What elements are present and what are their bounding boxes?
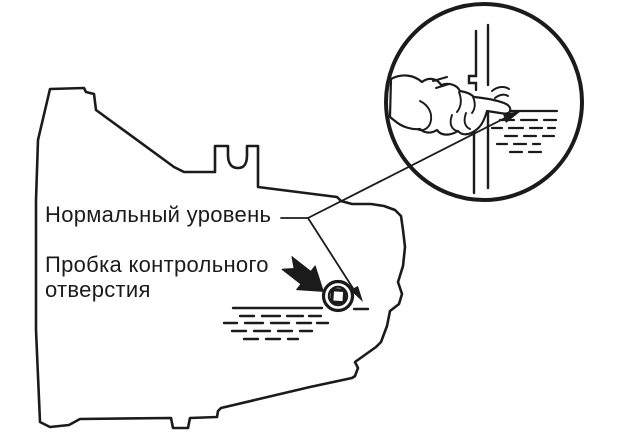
arrowhead-icon-plug [350, 286, 363, 302]
hand-silhouette [388, 74, 512, 136]
leader-lines [280, 116, 508, 294]
motion-lines [432, 76, 510, 99]
check-plug-icon [321, 279, 355, 313]
main-fluid-level-line [231, 306, 370, 311]
hand-detail-lines [418, 91, 476, 132]
label-check-plug-line2: отверстия [45, 277, 151, 302]
label-check-plug: Пробка контрольного отверстия [45, 252, 269, 302]
transmission-case-outline [34, 86, 407, 430]
main-fluid-dashes [222, 314, 330, 341]
bold-arrow-icon [281, 256, 324, 292]
label-normal-level: Нормальный уровень [45, 202, 272, 227]
pointing-finger-icon [388, 74, 512, 136]
inset-wall-upper [467, 23, 490, 92]
label-check-plug-line1: Пробка контрольного [45, 252, 269, 277]
